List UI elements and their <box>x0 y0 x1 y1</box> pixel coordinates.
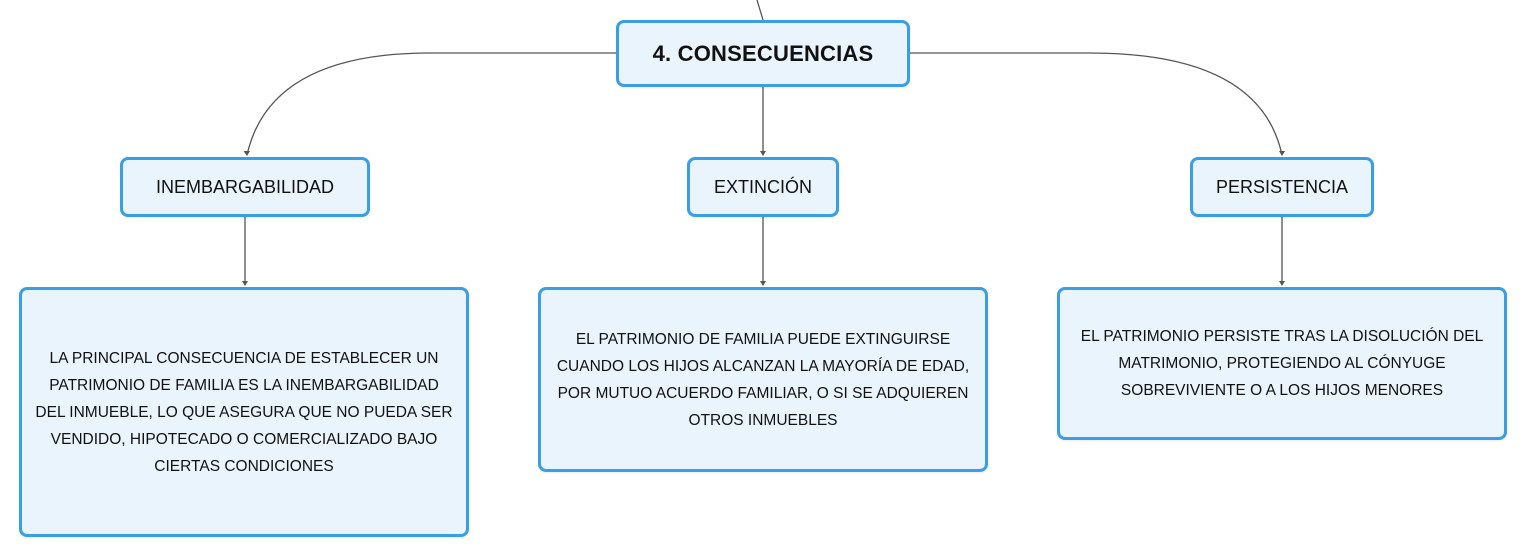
branch-node-extincion[interactable]: EXTINCIÓN <box>687 157 839 217</box>
branch-node-label: INEMBARGABILIDAD <box>155 176 335 197</box>
detail-node-text: LA PRINCIPAL CONSECUENCIA DE ESTABLECER … <box>35 349 453 475</box>
detail-node-persistencia[interactable]: EL PATRIMONIO PERSISTE TRAS LA DISOLUCIÓ… <box>1057 287 1507 440</box>
arrow-head-inembargabilidad-detail <box>242 281 248 286</box>
branch-node-persistencia[interactable]: PERSISTENCIA <box>1190 157 1374 217</box>
arrow-head-persistencia <box>1279 151 1285 156</box>
branch-node-label: EXTINCIÓN <box>713 176 812 197</box>
branch-node-inembargabilidad[interactable]: INEMBARGABILIDAD <box>120 157 370 217</box>
detail-node-text: EL PATRIMONIO DE FAMILIA PUEDE EXTINGUIR… <box>556 330 970 429</box>
arrow-head-extincion <box>760 151 766 156</box>
root-node-label: 4. CONSECUENCIAS <box>652 40 874 66</box>
arrow-head-inembargabilidad <box>243 151 250 156</box>
connector-root-to-inembargabilidad <box>246 52 616 156</box>
arrow-head-extincion-detail <box>760 281 766 286</box>
detail-node-inembargabilidad[interactable]: LA PRINCIPAL CONSECUENCIA DE ESTABLECER … <box>19 287 469 537</box>
detail-node-extincion[interactable]: EL PATRIMONIO DE FAMILIA PUEDE EXTINGUIR… <box>538 287 988 472</box>
detail-node-text: EL PATRIMONIO PERSISTE TRAS LA DISOLUCIÓ… <box>1080 328 1484 399</box>
connector-root-to-persistencia <box>910 52 1283 156</box>
branch-node-label: PERSISTENCIA <box>1215 176 1349 197</box>
arrow-head-persistencia-detail <box>1279 281 1285 286</box>
root-node-consecuencias[interactable]: 4. CONSECUENCIAS <box>616 20 910 87</box>
connector-parent-to-root <box>756 0 764 21</box>
